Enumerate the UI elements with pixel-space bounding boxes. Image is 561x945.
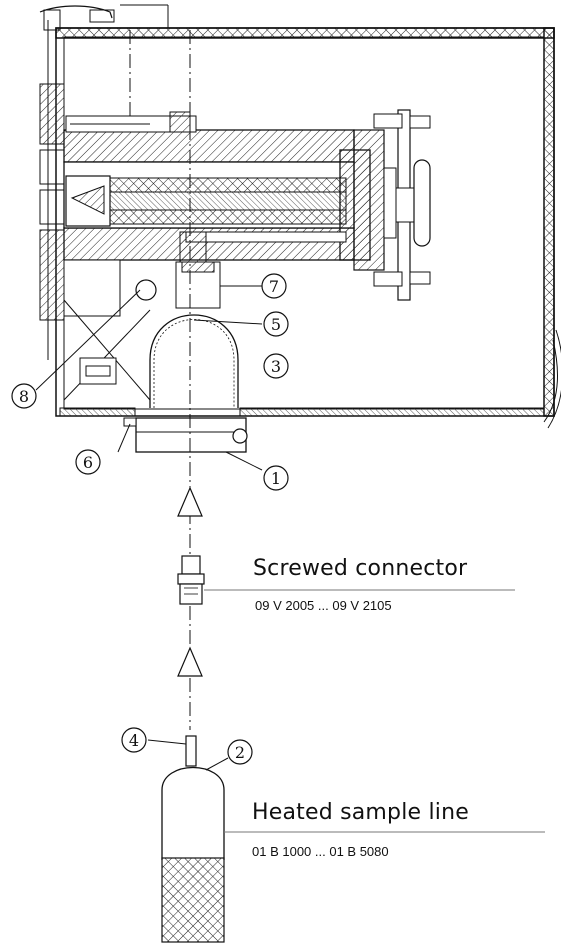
svg-text:6: 6 (83, 453, 93, 472)
callout-8: 8 (11, 383, 37, 409)
lower-chamber (35, 259, 263, 471)
svg-text:8: 8 (19, 387, 29, 406)
heated-sample-line (147, 735, 545, 943)
svg-text:1: 1 (271, 469, 281, 488)
svg-text:2: 2 (235, 743, 245, 762)
svg-text:4: 4 (129, 731, 139, 750)
screwed-connector-title: Screwed connector (253, 556, 468, 581)
flow-arrow-lower (177, 646, 203, 677)
heated-sample-line-part-range: 01 B 1000 ... 01 B 5080 (252, 844, 389, 859)
svg-text:7: 7 (269, 277, 279, 296)
callout-4: 4 (121, 727, 147, 753)
screwed-connector-fitting (177, 555, 515, 605)
callout-1: 1 (263, 465, 289, 491)
filter-body (63, 109, 431, 301)
svg-text:5: 5 (271, 315, 281, 334)
svg-text:3: 3 (271, 357, 281, 376)
callout-7: 7 (261, 273, 287, 299)
wall-mount (39, 20, 65, 360)
screwed-connector-part-range: 09 V 2005 ... 09 V 2105 (255, 598, 392, 613)
callout-3: 3 (263, 353, 289, 379)
flow-arrow-upper (177, 486, 203, 517)
enclosure-housing (39, 4, 561, 429)
callout-2: 2 (227, 739, 253, 765)
heated-sample-line-title: Heated sample line (252, 800, 469, 825)
callout-6: 6 (75, 449, 101, 475)
callout-5: 5 (263, 311, 289, 337)
